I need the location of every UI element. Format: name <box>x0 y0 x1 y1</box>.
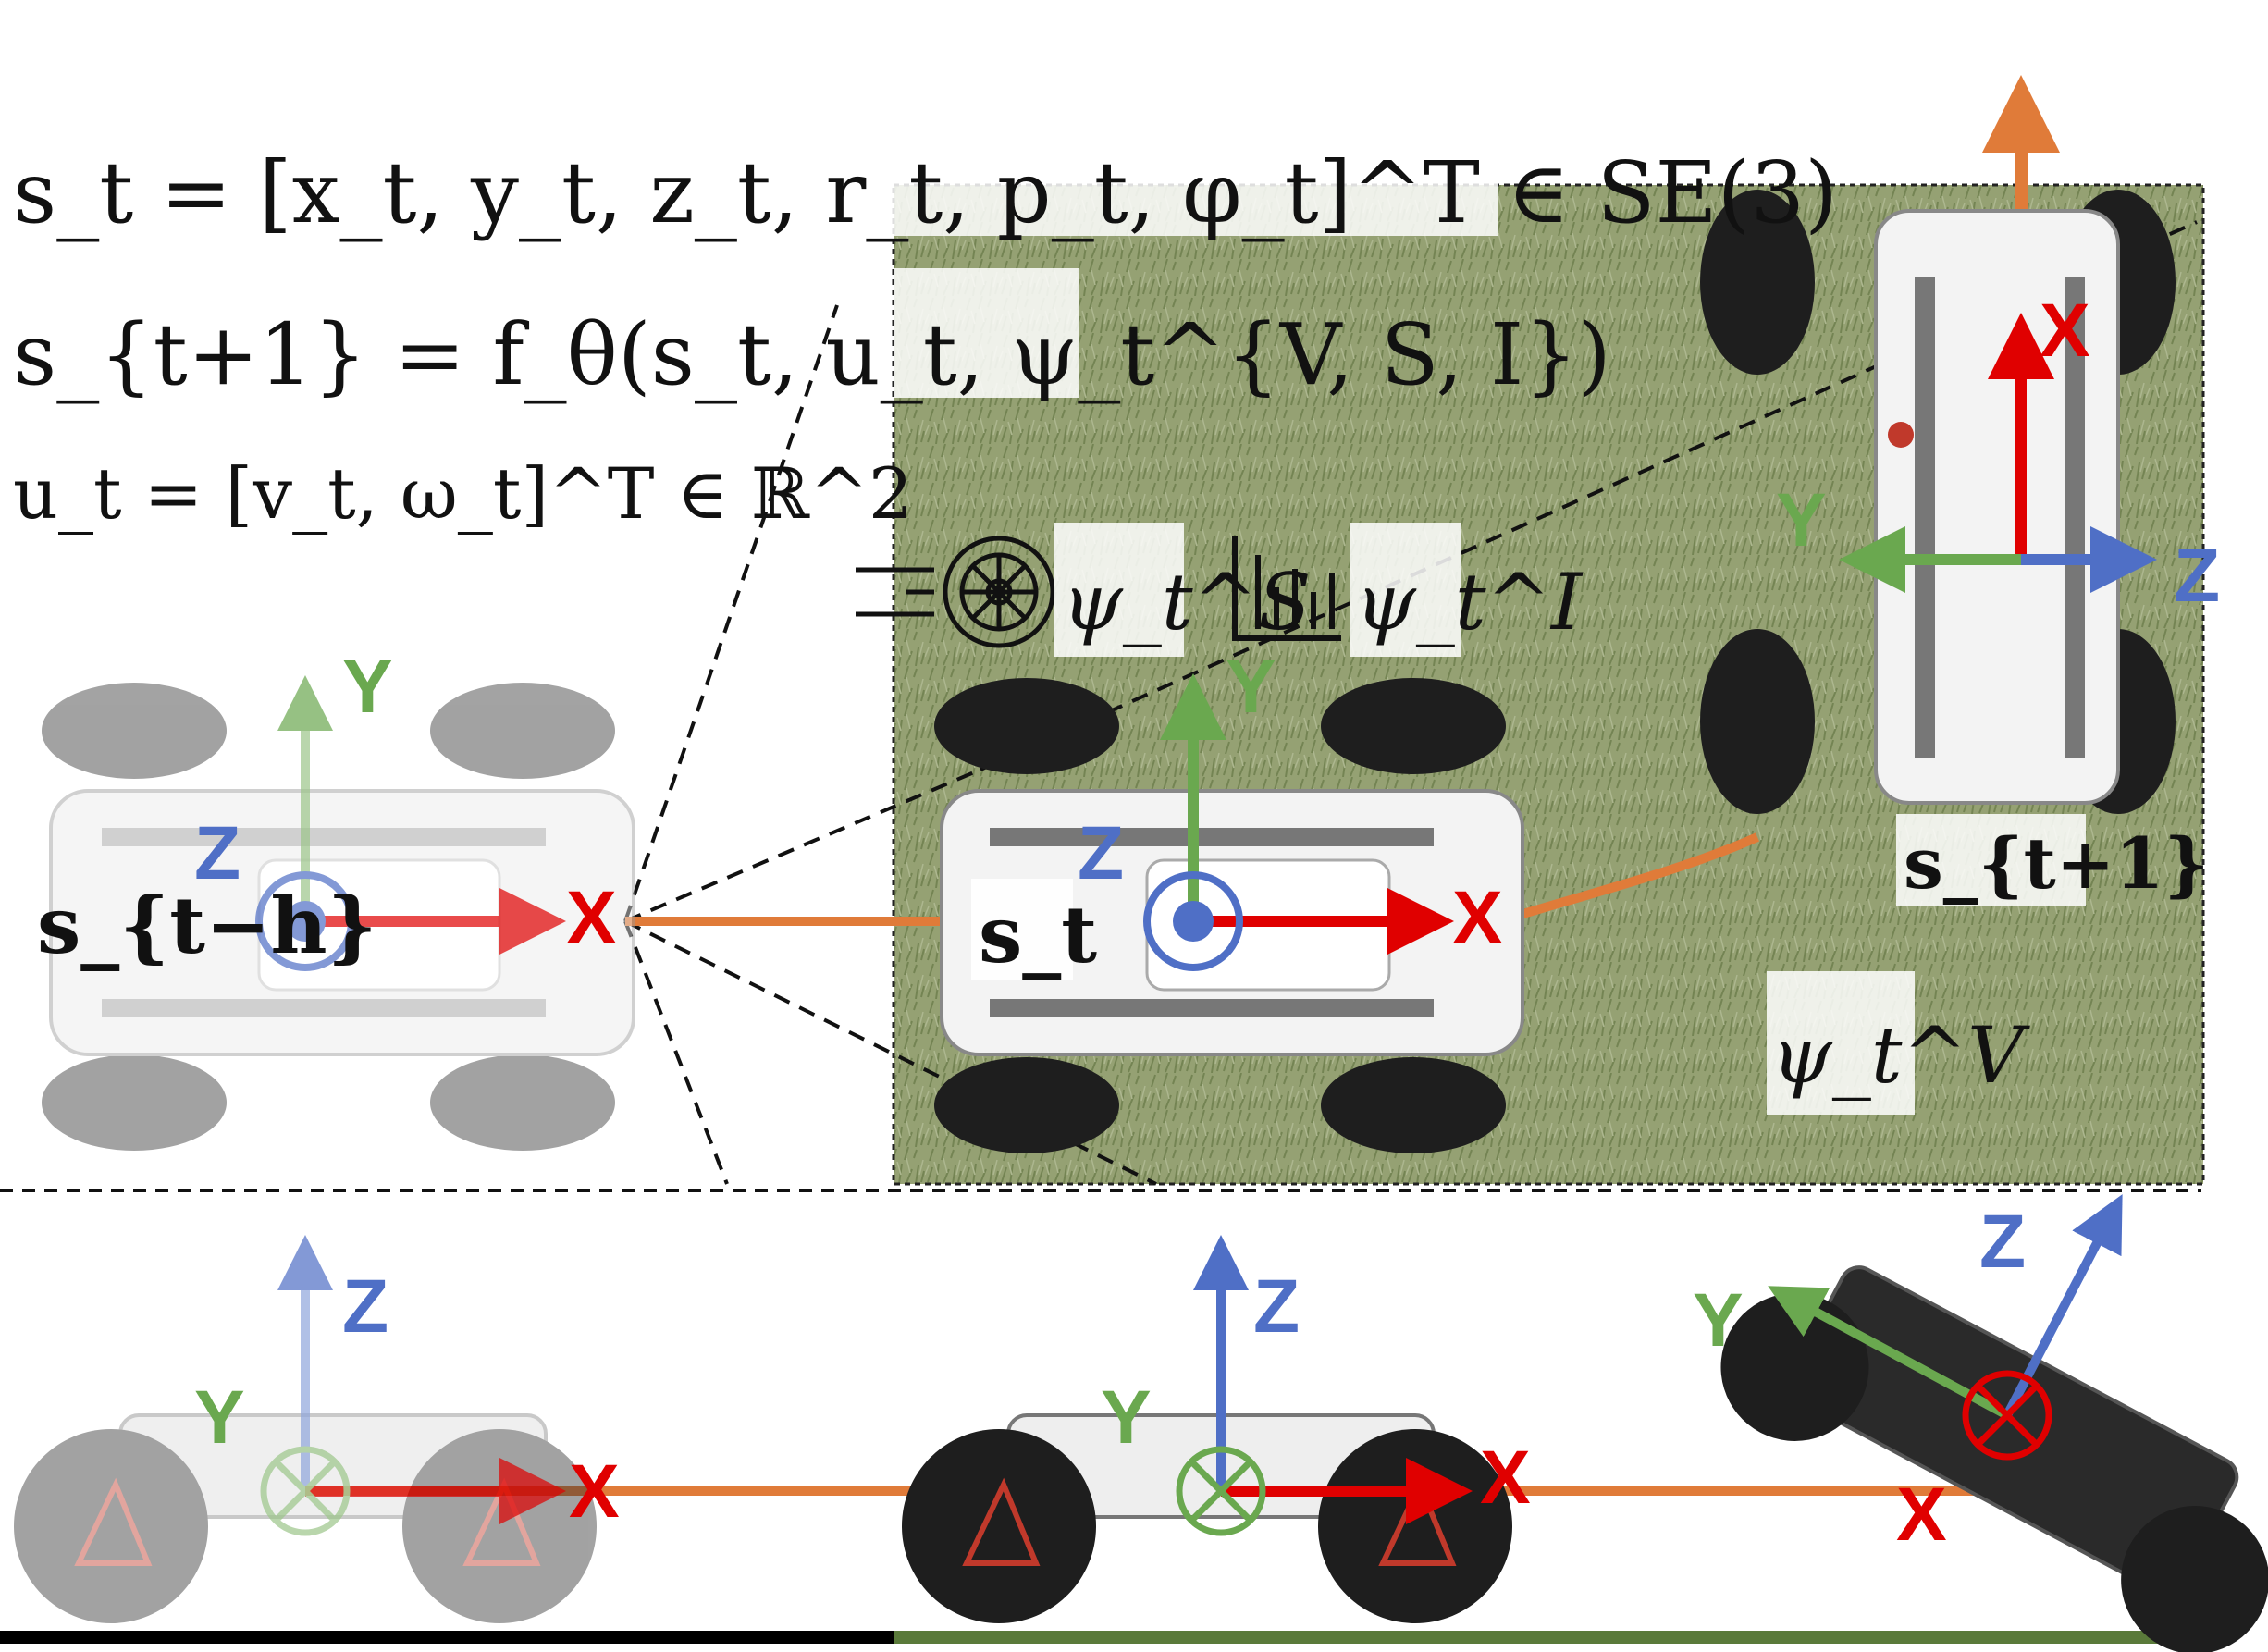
axis-label-y-past-side: Y <box>194 1375 245 1460</box>
axis-label-y-past-top: Y <box>342 645 393 729</box>
axis-label-y-current-top: Y <box>1226 645 1276 729</box>
axes-next-side <box>1768 1194 2123 1461</box>
axis-label-x-past-side: X <box>569 1449 620 1534</box>
equation-state: s_t = [x_t, y_t, z_t, r_t, p_t, φ_t]^T ∈… <box>13 143 1838 242</box>
equation-dynamics: s_{t+1} = f_θ(s_t, u_t, ψ_t^{V, S, I}) <box>13 305 1611 404</box>
robot-current-side <box>902 1413 1512 1623</box>
grass-region-border <box>892 183 2205 1186</box>
axis-label-y-next-top: Y <box>1776 478 1827 562</box>
axis-label-y-next-side: Y <box>1693 1278 1744 1362</box>
robot-next-top <box>1700 190 2176 814</box>
modality-label-vision: ψ_t^V <box>1771 1010 2030 1101</box>
axis-label-z-past-top: Z <box>194 811 240 895</box>
label-bg-eq1 <box>869 129 1498 236</box>
trajectory-top <box>625 832 1760 926</box>
axis-label-x-next-side: X <box>1896 1473 1947 1557</box>
axis-label-x-past-top: X <box>566 876 617 960</box>
state-label-next: s_{t+1} <box>1904 822 2209 905</box>
imu-signal-icon <box>1232 536 1341 641</box>
axis-label-z-next-side: Z <box>1979 1200 2026 1284</box>
wheel-speed-icon <box>856 536 1055 648</box>
modality-label-imu: ψ_t^I <box>1355 557 1584 647</box>
state-label-current: s_t <box>979 889 1097 980</box>
equation-control: u_t = [v_t, ω_t]^T ∈ ℝ^2 <box>13 452 913 535</box>
axes-past-top <box>255 675 566 971</box>
axis-label-z-next-top: Z <box>2174 534 2220 618</box>
axes-past-side <box>260 1235 566 1536</box>
state-label-past: s_{t−h} <box>37 880 377 971</box>
label-bg-psiV <box>1767 971 1915 1115</box>
axis-label-x-current-top: X <box>1452 876 1503 960</box>
label-bg-psiI <box>1350 523 1461 657</box>
axes-next-top <box>1839 313 2157 593</box>
label-bg-eq2 <box>894 268 1079 398</box>
label-bg-st <box>971 879 1073 980</box>
label-bg-psiS <box>1054 523 1184 657</box>
robot-next-side <box>1720 1265 2268 1652</box>
axis-label-x-current-side: X <box>1480 1436 1531 1520</box>
axes-current-side <box>1176 1235 1473 1536</box>
axis-label-z-current-side: Z <box>1253 1264 1300 1349</box>
label-bg-st1 <box>1896 814 2086 906</box>
axis-label-z-current-top: Z <box>1078 811 1124 895</box>
modality-label-speed: ψ_t^S <box>1062 557 1312 647</box>
axis-label-z-past-side: Z <box>342 1264 388 1349</box>
axes-current-top <box>1143 673 1454 971</box>
axis-label-x-next-top: X <box>2040 289 2090 373</box>
axis-label-y-current-side: Y <box>1101 1375 1152 1460</box>
